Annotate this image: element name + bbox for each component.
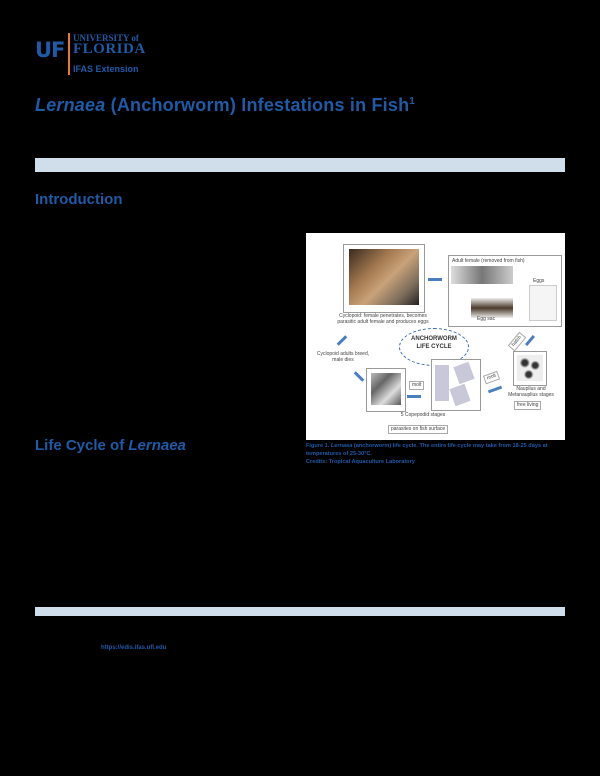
uf-mark: UF: [35, 38, 65, 62]
egg-sac-photo: [471, 298, 513, 318]
arrow-up-left-icon: [353, 371, 365, 382]
copepodid-photo-1: [371, 373, 401, 405]
caption-prefix: Figure 1.: [306, 443, 331, 449]
label-adult-female: Adult female (removed from fish): [452, 258, 525, 264]
label-eggs: Eggs: [533, 278, 545, 284]
fish-photo-frame: [343, 244, 425, 313]
caption-genus: Lernaea: [330, 443, 353, 449]
title-footnote: 1: [409, 96, 416, 107]
copepodid-photo-3: [453, 361, 475, 385]
title-genus: Lernaea: [35, 95, 106, 115]
adult-female-frame: Adult female (removed from fish) Egg sac…: [448, 255, 562, 327]
arrow-down-left-icon: [487, 385, 503, 394]
heading-life-cycle: Life Cycle of Lernaea: [35, 437, 186, 454]
nauplius-photo-frame: [513, 351, 547, 386]
adult-female-photo: [451, 266, 513, 284]
logo-university-line: UNIVERSITY of: [73, 33, 139, 43]
label-molt-2: molt: [482, 370, 501, 385]
uf-ifas-logo: UF UNIVERSITY of FLORIDA IFAS Extension: [35, 33, 165, 78]
copepodid-photo-frame-2: [431, 359, 481, 411]
label-copepodid-stages: 5 Copepodid stages: [400, 412, 446, 418]
logo-florida-line: FLORIDA: [73, 41, 146, 57]
copepodid-photo-2: [435, 365, 449, 401]
label-hatch: hatch: [507, 331, 527, 352]
label-molt-1: molt: [409, 381, 425, 390]
label-cyclopoid-adults: Cyclopoid adults breed,male dies: [316, 351, 370, 363]
heading-introduction: Introduction: [35, 191, 123, 208]
caption-text: (anchorworm) life cycle. The entire life…: [306, 443, 548, 457]
logo-divider: [68, 33, 70, 75]
nauplius-photo: [517, 355, 543, 381]
section-band-top: [35, 158, 565, 172]
label-free-living: free living: [514, 401, 542, 410]
section-band-bottom: [35, 607, 565, 616]
copepodid-photo-4: [449, 383, 471, 407]
arrow-up-icon: [336, 335, 348, 346]
heading-life-cycle-genus: Lernaea: [128, 437, 186, 454]
title-text: (Anchorworm) Infestations in Fish: [105, 95, 410, 115]
eggs-photo: [529, 285, 557, 321]
arrow-right-icon: [428, 278, 442, 281]
edis-link[interactable]: https://edis.ifas.ufl.edu: [101, 645, 167, 651]
label-parasites-surface: parasites on fish surface: [388, 425, 449, 434]
label-egg-sac: Egg sac: [477, 316, 496, 322]
copepodid-photo-frame-1: [366, 368, 406, 412]
heading-life-cycle-text: Life Cycle of: [35, 437, 129, 454]
logo-extension-line: IFAS Extension: [73, 64, 139, 74]
figure-caption: Figure 1. Lernaea (anchorworm) life cycl…: [306, 442, 568, 466]
caption-credits: Credits: Tropical Aquaculture Laboratory: [306, 459, 415, 465]
page-title: Lernaea (Anchorworm) Infestations in Fis…: [35, 95, 415, 116]
arrow-left-icon: [407, 395, 421, 398]
fish-photo: [349, 249, 419, 305]
